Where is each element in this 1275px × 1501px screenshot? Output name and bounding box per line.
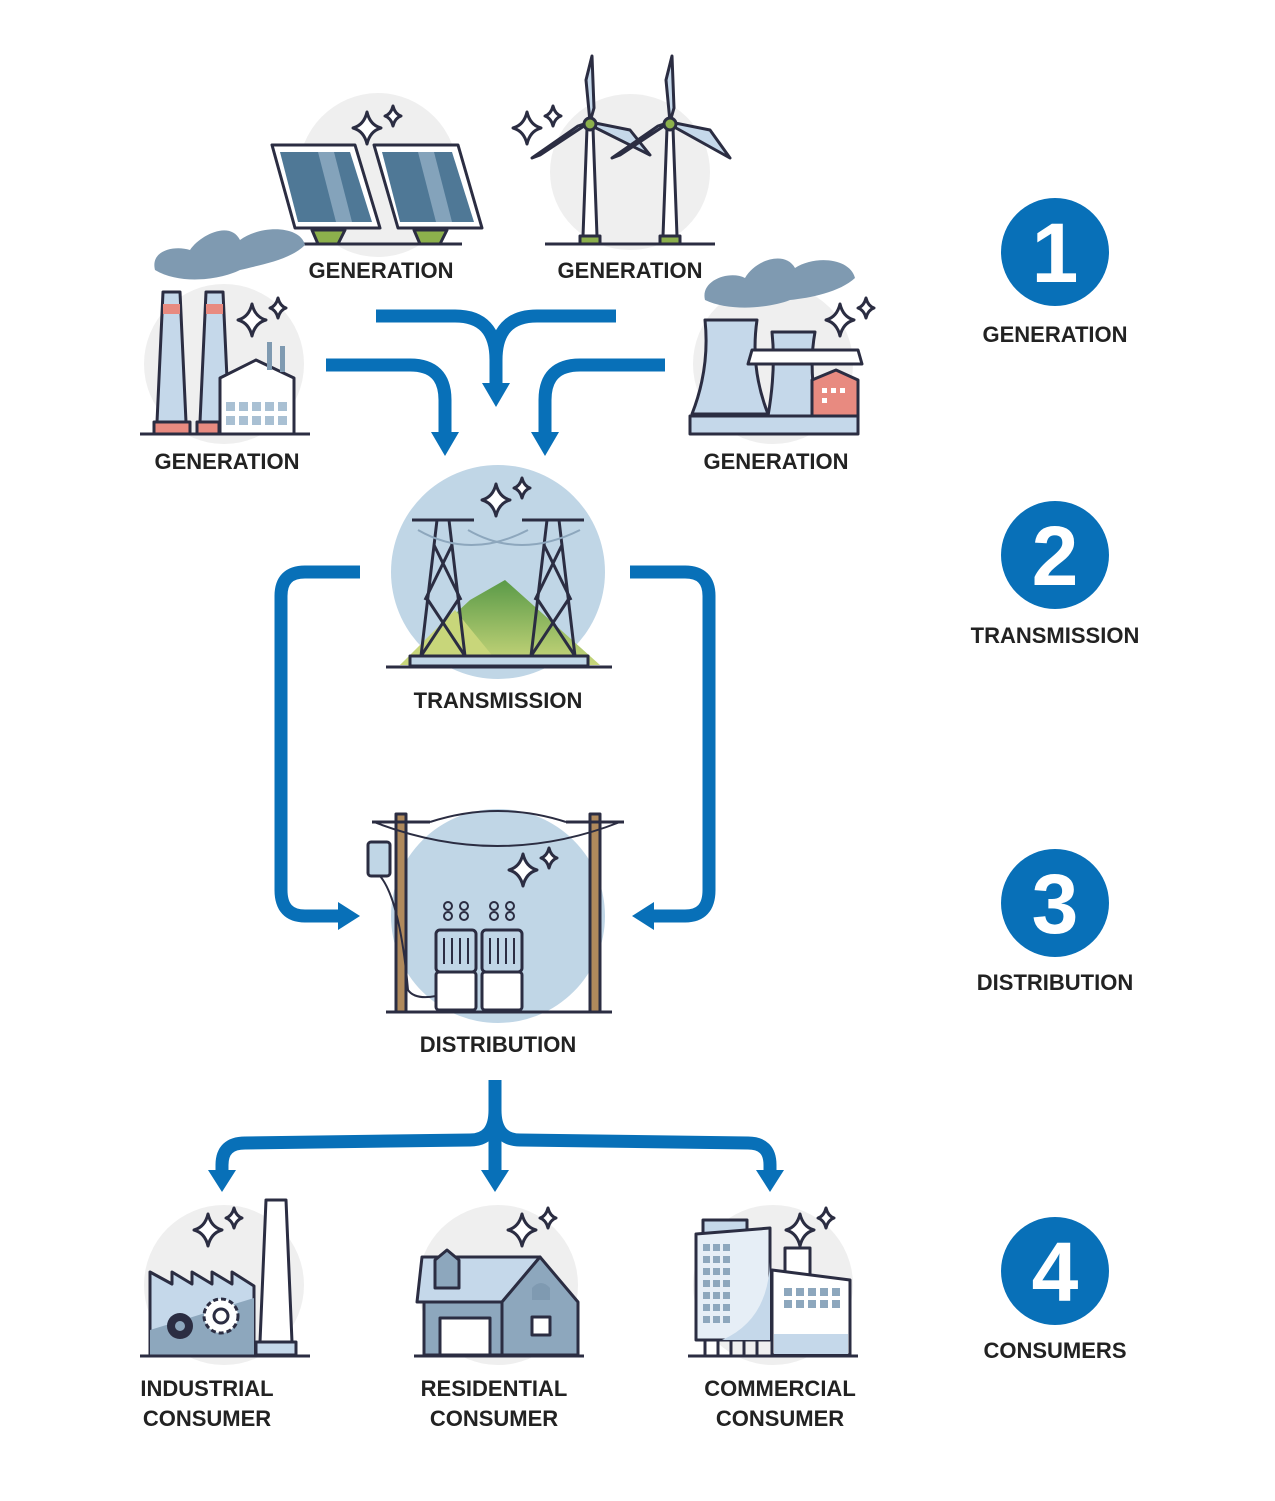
fossil-generation-node: GENERATION — [140, 229, 310, 474]
arrowhead — [338, 902, 360, 930]
transmission-node: TRANSMISSION — [386, 465, 612, 713]
industrial-consumer-node: INDUSTRIAL CONSUMER — [140, 1198, 310, 1431]
wind-generation-node: GENERATION — [511, 54, 732, 283]
solar-panel-icon — [270, 143, 484, 246]
transmission-tower-icon — [386, 518, 612, 669]
step-number: 3 — [1032, 857, 1079, 951]
arrowhead — [531, 432, 559, 456]
step-label: TRANSMISSION — [971, 623, 1140, 648]
arrowhead — [632, 902, 654, 930]
step-number: 1 — [1032, 206, 1079, 300]
industrial-label-line1: INDUSTRIAL — [140, 1376, 273, 1401]
arrow-transmission-left-to-distribution — [274, 565, 360, 923]
solar-label: GENERATION — [308, 258, 453, 283]
step-badge — [1001, 849, 1109, 957]
smoke — [154, 229, 305, 280]
fossil-power-plant-icon — [140, 290, 310, 436]
legend-item-transmission: 2 TRANSMISSION — [971, 501, 1140, 648]
wind-turbine-icon — [530, 54, 732, 246]
residential-label-line1: RESIDENTIAL — [421, 1376, 568, 1401]
commercial-consumer-node: COMMERCIAL CONSUMER — [688, 1205, 858, 1431]
arrowhead — [482, 383, 510, 407]
step-number: 4 — [1032, 1225, 1079, 1319]
legend-item-consumers: 4 CONSUMERS — [983, 1217, 1127, 1363]
residential-label-line2: CONSUMER — [430, 1406, 558, 1431]
step-label: DISTRIBUTION — [977, 970, 1133, 995]
factory-icon — [140, 1198, 310, 1358]
arrow-nuclear-to-transmission — [538, 358, 665, 434]
stage-legend: 1 GENERATION 2 TRANSMISSION 3 DISTRIBUTI… — [971, 198, 1140, 1363]
backdrop — [550, 94, 710, 250]
arrow-transmission-right-to-distribution — [630, 565, 716, 923]
step-label: GENERATION — [982, 322, 1127, 347]
step-number: 2 — [1032, 509, 1079, 603]
arrowhead — [208, 1170, 236, 1192]
arrow-distribution-to-consumers — [215, 1080, 777, 1172]
commercial-label-line1: COMMERCIAL — [704, 1376, 856, 1401]
residential-consumer-node: RESIDENTIAL CONSUMER — [414, 1205, 584, 1431]
office-building-icon — [688, 1218, 858, 1358]
distribution-node: DISTRIBUTION — [366, 809, 624, 1057]
arrow-solar-wind-to-transmission — [376, 309, 616, 385]
fossil-label: GENERATION — [154, 449, 299, 474]
solar-generation-node: GENERATION — [270, 93, 484, 283]
nuclear-power-plant-icon — [688, 318, 864, 436]
nuclear-label: GENERATION — [703, 449, 848, 474]
wind-label: GENERATION — [557, 258, 702, 283]
industrial-label-line2: CONSUMER — [143, 1406, 271, 1431]
arrowhead — [481, 1170, 509, 1192]
legend-item-distribution: 3 DISTRIBUTION — [977, 849, 1133, 995]
step-badge — [1001, 1217, 1109, 1325]
arrowhead — [431, 432, 459, 456]
arrow-fossil-to-transmission — [326, 358, 452, 434]
step-badge — [1001, 198, 1109, 306]
house-icon — [414, 1248, 584, 1358]
distribution-label: DISTRIBUTION — [420, 1032, 576, 1057]
step-badge — [1001, 501, 1109, 609]
flow-arrows — [208, 309, 784, 1192]
arrowhead — [756, 1170, 784, 1192]
distribution-substation-icon — [366, 810, 624, 1014]
smoke — [704, 258, 855, 308]
nuclear-generation-node: GENERATION — [688, 258, 876, 474]
transmission-label: TRANSMISSION — [414, 688, 583, 713]
commercial-label-line2: CONSUMER — [716, 1406, 844, 1431]
step-label: CONSUMERS — [983, 1338, 1126, 1363]
sparkle-icon — [511, 104, 563, 146]
legend-item-generation: 1 GENERATION — [982, 198, 1128, 347]
